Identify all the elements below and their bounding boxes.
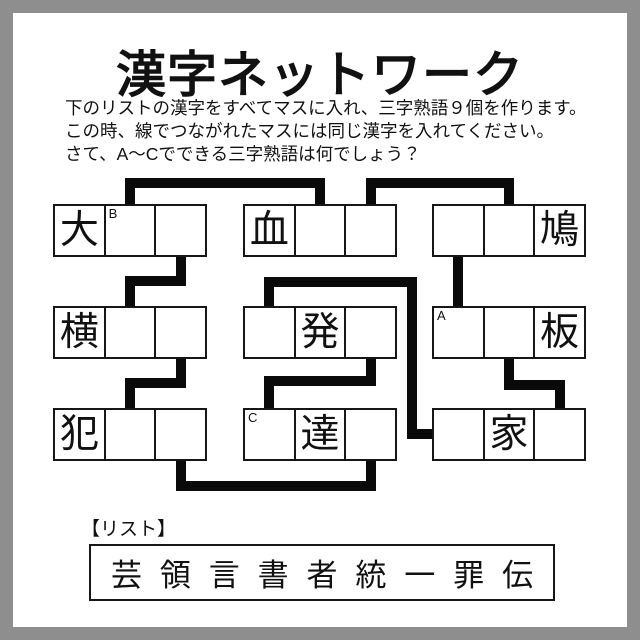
kanji-cell-r2b3-2 xyxy=(485,308,536,357)
list-kanji-2: 領 xyxy=(159,558,191,593)
word-box-r1b2: 血 xyxy=(243,204,397,257)
list-kanji-1: 芸 xyxy=(111,558,142,593)
connection-line-1 xyxy=(125,178,325,210)
kanji-cell-r2b2-1 xyxy=(245,308,296,357)
word-box-r3b2: C 達 xyxy=(243,408,397,461)
cell-kanji: 発 xyxy=(300,311,340,354)
page: 漢字ネットワーク 下のリストの漢字をすべてマスに入れ、三字熟語９個を作ります。 … xyxy=(13,13,627,627)
instruction-line-2: この時、線でつながれたマスには同じ漢字を入れてください。 xyxy=(65,121,554,141)
kanji-cell-r3b2-1: C xyxy=(245,410,296,459)
word-box-r2b2: 発 xyxy=(243,306,397,359)
kanji-cell-r1b3-3: 鳩 xyxy=(535,206,584,255)
cell-kanji: 血 xyxy=(249,209,289,252)
cell-kanji: 横 xyxy=(59,311,99,354)
kanji-cell-r1b2-2 xyxy=(296,206,347,255)
kanji-cell-r3b1-3 xyxy=(156,410,205,459)
cell-kanji: 達 xyxy=(300,413,340,456)
kanji-cell-r3b3-2: 家 xyxy=(485,410,536,459)
cell-label-A: A xyxy=(437,308,446,323)
kanji-cell-r2b2-2: 発 xyxy=(296,308,347,357)
kanji-cell-r2b3-3: 板 xyxy=(535,308,584,357)
kanji-cell-r2b1-3 xyxy=(156,308,205,357)
connection-line-3 xyxy=(125,250,186,312)
list-kanji-6: 統 xyxy=(355,558,387,593)
kanji-cell-r2b1-2 xyxy=(106,308,157,357)
kanji-cell-r2b1-1: 横 xyxy=(55,308,106,357)
cell-kanji: 家 xyxy=(489,413,529,456)
cell-kanji: 大 xyxy=(59,209,99,252)
connection-line-6 xyxy=(125,352,186,414)
instructions: 下のリストの漢字をすべてマスに入れ、三字熟語９個を作ります。 この時、線でつなが… xyxy=(65,97,605,166)
connection-line-5 xyxy=(264,277,438,439)
cell-label-C: C xyxy=(248,410,258,425)
kanji-cell-r2b3-1: A xyxy=(434,308,485,357)
list-kanji-9: 伝 xyxy=(502,558,533,593)
kanji-cell-r1b1-1: 大 xyxy=(55,206,106,255)
kanji-cell-r3b3-3 xyxy=(535,410,584,459)
kanji-cell-r1b3-1 xyxy=(434,206,485,255)
kanji-cell-r1b1-2: B xyxy=(106,206,157,255)
kanji-cell-r2b2-3 xyxy=(346,308,395,357)
word-box-r2b1: 横 xyxy=(53,306,207,359)
kanji-cell-r1b2-1: 血 xyxy=(245,206,296,255)
instruction-line-1: 下のリストの漢字をすべてマスに入れ、三字熟語９個を作ります。 xyxy=(65,98,587,118)
kanji-cell-r3b1-1: 犯 xyxy=(55,410,106,459)
list-kanji-8: 罪 xyxy=(453,558,485,593)
kanji-cell-r1b2-3 xyxy=(346,206,395,255)
list-kanji-4: 書 xyxy=(257,558,289,593)
cell-kanji: 鳩 xyxy=(540,209,580,252)
instruction-line-3: さて、A～Cでできる三字熟語は何でしょう？ xyxy=(65,144,421,164)
connection-line-8 xyxy=(504,352,565,414)
list-kanji-3: 言 xyxy=(208,558,240,593)
connection-wires xyxy=(125,178,565,491)
kanji-cell-r3b2-3 xyxy=(346,410,395,459)
cell-label-B: B xyxy=(108,206,118,221)
kanji-cell-r1b3-2 xyxy=(485,206,536,255)
connection-line-7 xyxy=(264,352,376,414)
word-box-r1b3: 鳩 xyxy=(432,204,586,257)
word-box-r1b1: 大 B xyxy=(53,204,207,257)
kanji-cell-r3b1-2 xyxy=(106,410,157,459)
puzzle-board: 大 B 血 鳩 横 発 A 板 xyxy=(13,13,627,627)
word-box-r3b1: 犯 xyxy=(53,408,207,461)
word-box-r3b3: 家 xyxy=(432,408,586,461)
puzzle-title: 漢字ネットワーク xyxy=(116,47,524,103)
kanji-list-box: 芸 領 言 書 者 統 一 罪 伝 xyxy=(89,544,555,601)
connection-line-9 xyxy=(176,454,376,491)
list-heading: 【リスト】 xyxy=(81,519,177,540)
kanji-cell-r1b1-3 xyxy=(156,206,205,255)
kanji-cell-r3b3-1 xyxy=(434,410,485,459)
list-kanji-7: 一 xyxy=(404,558,436,593)
kanji-cell-r3b2-2: 達 xyxy=(296,410,347,459)
word-box-r2b3: A 板 xyxy=(432,306,586,359)
list-kanji-5: 者 xyxy=(306,558,338,593)
cell-kanji: 犯 xyxy=(59,413,99,456)
connection-line-2 xyxy=(366,178,514,210)
cell-kanji: 板 xyxy=(540,311,580,354)
